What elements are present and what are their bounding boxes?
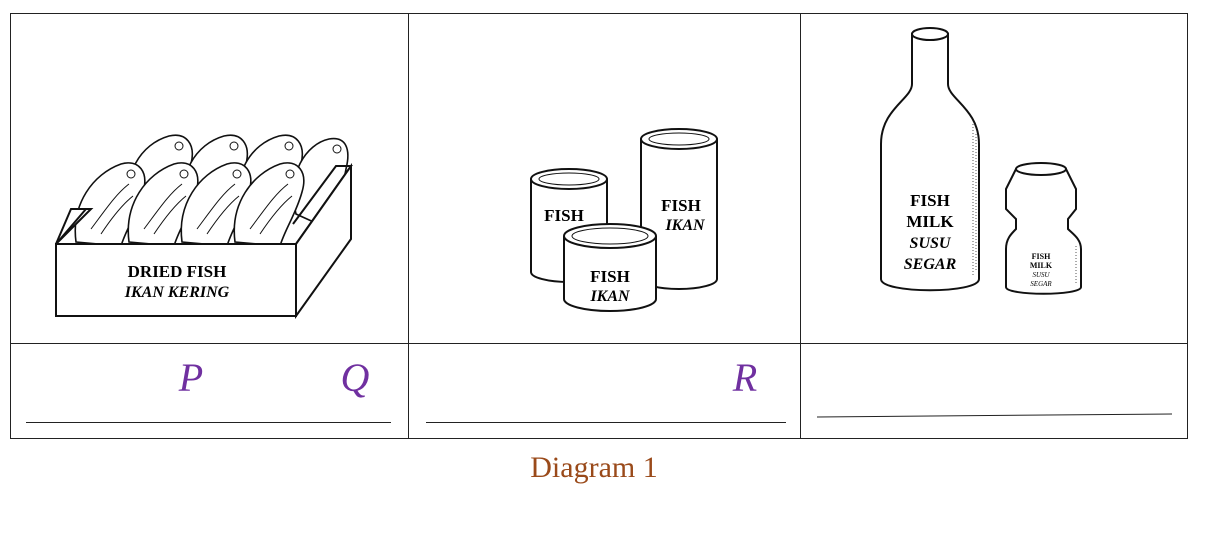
tall-can-label-malay: IKAN <box>664 217 706 234</box>
fish-milk-bottles-illustration: FISH MILK SUSU SEGAR FISH MILK SUSU SEGA… <box>880 27 1082 295</box>
panel-letter-r: R <box>732 355 758 400</box>
small-bottle-label-milk: MILK <box>1030 261 1053 270</box>
panel-letter-p: P <box>178 355 204 400</box>
diagram-caption: Diagram 1 <box>530 451 658 484</box>
small-bottle-label-fish: FISH <box>1032 252 1051 261</box>
diagram-table: DRIED FISH IKAN KERING FISH IKAN FISH FI… <box>10 13 1188 439</box>
small-bottle-label-susu: SUSU <box>1032 271 1050 279</box>
small-bottle-label-segar: SEGAR <box>1030 280 1052 288</box>
fish-cans-illustration: FISH IKAN FISH FISH IKAN <box>530 128 718 312</box>
big-bottle-label-susu: SUSU <box>910 235 952 252</box>
front-can-label-malay: IKAN <box>589 288 631 305</box>
tall-can-label-english: FISH <box>661 196 701 215</box>
big-bottle-label-fish: FISH <box>910 191 950 210</box>
column-divider-1 <box>408 14 409 438</box>
dried-fish-box-illustration: DRIED FISH IKAN KERING <box>55 134 353 320</box>
panel-letter-q: Q <box>340 355 370 400</box>
row-divider <box>11 343 1187 344</box>
answer-line-r[interactable] <box>817 413 1172 418</box>
box-label-english: DRIED FISH <box>128 262 227 281</box>
left-can-label-english: FISH <box>544 206 584 225</box>
big-bottle-label-milk: MILK <box>906 212 954 231</box>
big-bottle-label-segar: SEGAR <box>904 256 957 273</box>
box-label-malay: IKAN KERING <box>124 284 230 301</box>
front-can-label-english: FISH <box>590 267 630 286</box>
answer-line-q[interactable] <box>426 422 786 423</box>
column-divider-2 <box>800 14 801 438</box>
answer-line-p[interactable] <box>26 422 391 423</box>
